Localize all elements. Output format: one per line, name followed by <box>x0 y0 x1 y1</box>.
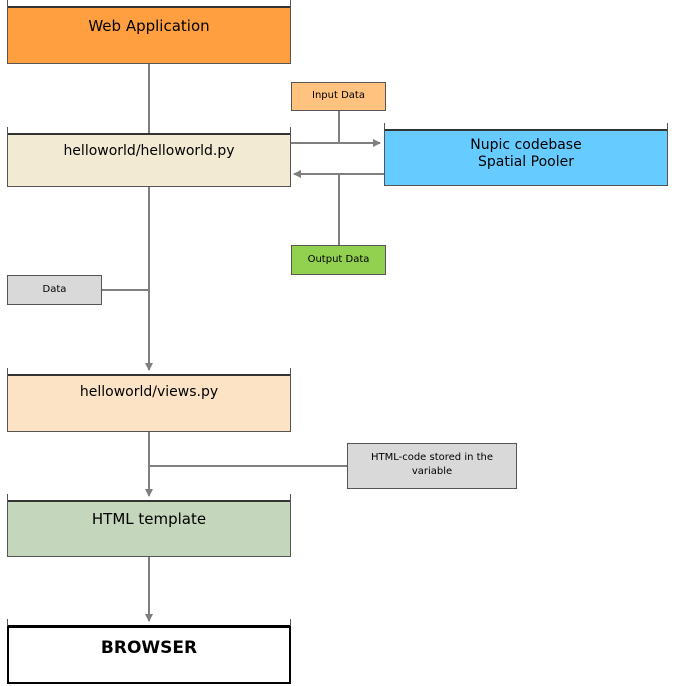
data-box: Data <box>7 275 102 305</box>
tick <box>290 0 291 7</box>
tick <box>7 368 8 375</box>
output-data-label: Output Data <box>307 254 370 265</box>
tick <box>384 123 385 130</box>
html-template-box: HTML template <box>7 500 291 557</box>
tick <box>7 494 8 501</box>
views-py-box: helloworld/views.py <box>7 374 291 432</box>
helloworld-py-label: helloworld/helloworld.py <box>63 143 235 159</box>
input-data-box: Input Data <box>291 82 386 111</box>
html-code-box: HTML-code stored in the variable <box>347 443 517 489</box>
tick <box>290 619 291 626</box>
nupic-line-1: Nupic codebase <box>470 137 582 153</box>
browser-label: BROWSER <box>100 638 198 658</box>
tick <box>290 494 291 501</box>
web-application-box: Web Application <box>7 6 291 64</box>
output-data-box: Output Data <box>291 245 386 275</box>
tick <box>667 123 668 130</box>
tick <box>7 619 8 626</box>
nupic-box: Nupic codebase Spatial Pooler <box>384 129 668 186</box>
web-application-label: Web Application <box>88 17 210 35</box>
input-data-label: Input Data <box>312 90 365 101</box>
tick <box>290 127 291 134</box>
tick <box>7 0 8 7</box>
views-py-label: helloworld/views.py <box>79 384 219 400</box>
nupic-line-2: Spatial Pooler <box>478 154 574 170</box>
tick <box>290 368 291 375</box>
html-template-label: HTML template <box>91 510 207 528</box>
browser-box: BROWSER <box>7 625 291 684</box>
tick <box>7 127 8 134</box>
helloworld-py-box: helloworld/helloworld.py <box>7 133 291 187</box>
data-label: Data <box>42 284 67 295</box>
html-code-line-2: variable <box>411 466 453 477</box>
html-code-line-1: HTML-code stored in the <box>370 452 494 463</box>
